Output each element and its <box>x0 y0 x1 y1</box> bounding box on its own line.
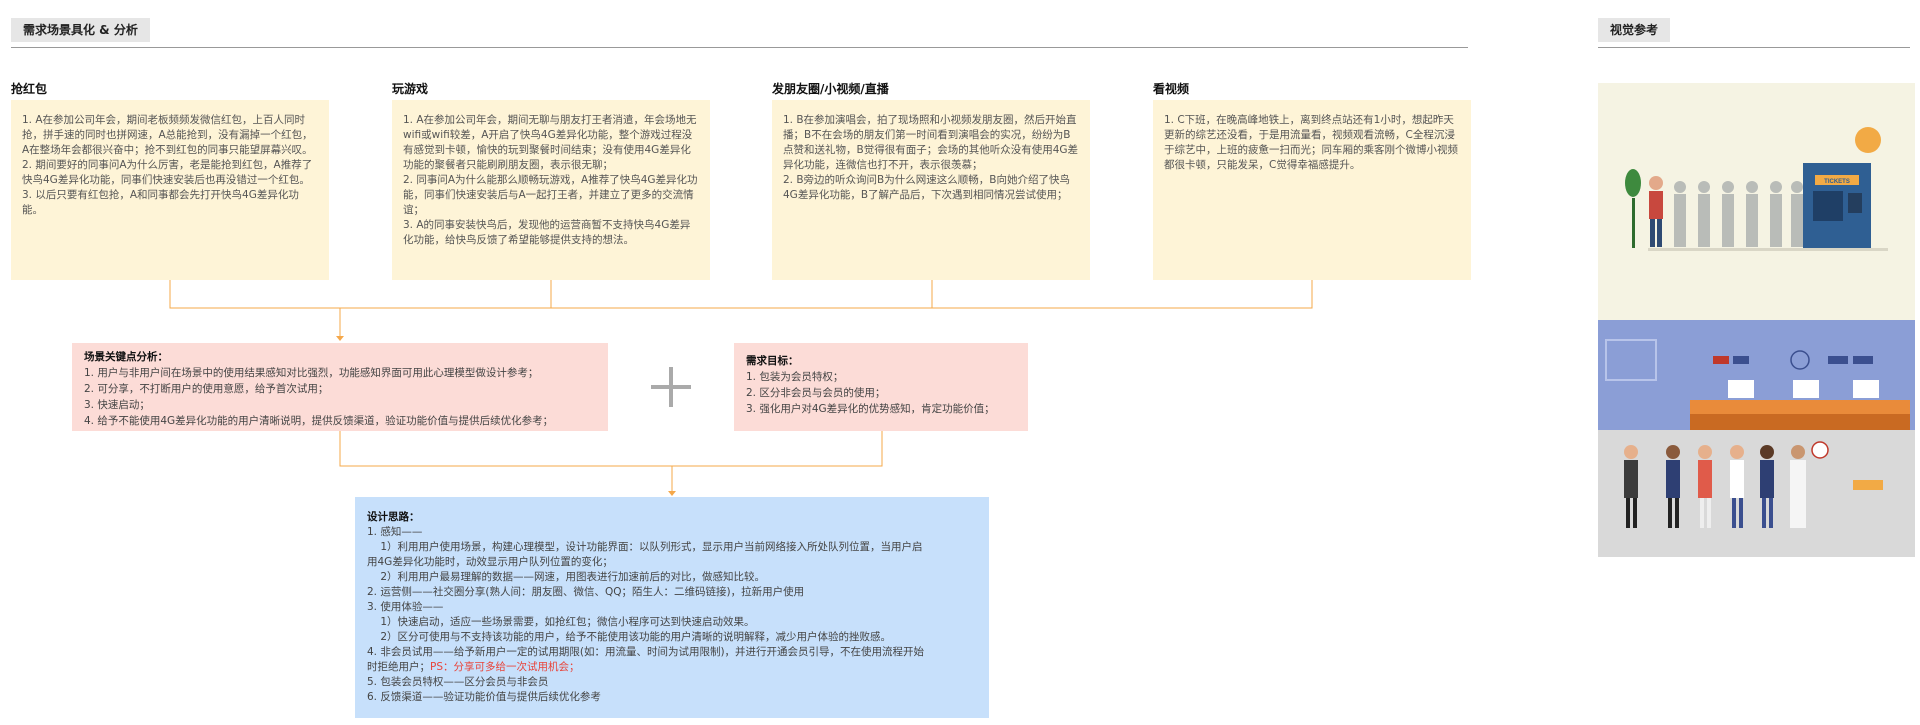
scenario-card-red-packet: 1. A在参加公司年会，期间老板频频发微信红包，上百人同时抢，拼手速的同时也拼网… <box>11 100 329 280</box>
scenario-card-video: 1. C下班，在晚高峰地铁上，离到终点站还有1小时，想起昨天更新的综艺还没看，于… <box>1153 100 1471 280</box>
design-line: 2）利用用户最易理解的数据——网速，用图表进行加速前后的对比，做感知比较。 <box>367 571 766 583</box>
design-line: 用4G差异化功能时，动效显示用户队列位置的变化； <box>367 556 613 568</box>
scenario-card-social: 1. B在参加演唱会，拍了现场照和小视频发朋友圈，然后开始直播；B不在会场的朋友… <box>772 100 1090 280</box>
section-title-reference: 视觉参考 <box>1598 18 1671 42</box>
design-line: 2. 运营侧——社交圈分享(熟人间：朋友圈、微信、QQ；陌生人：二维码链接)，拉… <box>367 586 805 598</box>
design-line-ps: 时拒绝用户；PS：分享可多给一次试用机会； <box>367 660 977 675</box>
ticket-sign: TICKETS <box>1824 179 1850 185</box>
key-point-item: 4. 给予不能使用4G差异化功能的用户清晰说明，提供反馈渠道，验证功能价值与提供… <box>84 415 554 427</box>
key-point-item: 2. 可分享，不打断用户的使用意愿，给予首次试用； <box>84 383 329 395</box>
arrow-head-top <box>336 336 344 341</box>
scenario-title-social: 发朋友圈/小视频/直播 <box>772 82 889 96</box>
counter-illustration <box>1598 320 1915 557</box>
arrow-head-bottom <box>668 491 676 496</box>
design-title: 设计思路： <box>367 511 420 523</box>
scenario-card-gaming: 1. A在参加公司年会，期间无聊与朋友打王者消遣，年会场地无wifi或wifi较… <box>392 100 710 280</box>
design-line-text: 时拒绝用户； <box>367 661 430 673</box>
design-thinking-card: 设计思路： 1. 感知—— 1）利用用户使用场景，构建心理模型，设计功能界面：以… <box>355 497 989 718</box>
goals-card: 需求目标： 1. 包装为会员特权； 2. 区分非会员与会员的使用； 3. 强化用… <box>734 343 1028 431</box>
scenario-title-video: 看视频 <box>1153 82 1190 96</box>
goals-title: 需求目标： <box>746 355 799 367</box>
design-line: 6. 反馈渠道——验证功能价值与提供后续优化参考 <box>367 691 601 703</box>
design-line: 1）利用用户使用场景，构建心理模型，设计功能界面：以队列形式，显示用户当前网络接… <box>367 541 923 553</box>
design-line: 1. 感知—— <box>367 526 423 538</box>
goal-item: 2. 区分非会员与会员的使用； <box>746 387 886 399</box>
key-points-card: 场景关键点分析： 1. 用户与非用户间在场景中的使用结果感知对比强烈，功能感知界… <box>72 343 608 431</box>
reference-image-queue: TICKETS <box>1598 83 1915 320</box>
key-point-item: 3. 快速启动； <box>84 399 150 411</box>
ps-note: PS：分享可多给一次试用机会； <box>430 661 580 673</box>
design-line: 1）快速启动，适应一些场景需要，如抢红包；微信小程序可达到快速启动效果。 <box>367 616 755 628</box>
key-point-item: 1. 用户与非用户间在场景中的使用结果感知对比强烈，功能感知界面可用此心理模型做… <box>84 367 539 379</box>
goal-item: 1. 包装为会员特权； <box>746 371 844 383</box>
design-line: 2）区分可使用与不支持该功能的用户，给予不能使用该功能的用户清晰的说明解释，减少… <box>367 631 892 643</box>
scenario-title-gaming: 玩游戏 <box>392 82 429 96</box>
key-points-title: 场景关键点分析： <box>84 351 168 363</box>
design-line: 4. 非会员试用——给予新用户一定的试用期限(如：用流量、时间为试用限制)，并进… <box>367 646 925 658</box>
design-line: 3. 使用体验—— <box>367 601 444 613</box>
section-title-scenario: 需求场景具化 & 分析 <box>11 18 150 42</box>
scenario-title-red-packet: 抢红包 <box>11 82 48 96</box>
queue-illustration: TICKETS <box>1625 127 1888 251</box>
plus-icon <box>651 367 691 407</box>
goal-item: 3. 强化用户对4G差异化的优势感知，肯定功能价值； <box>746 403 995 415</box>
reference-divider <box>1598 47 1910 48</box>
reference-image-counter <box>1598 320 1915 557</box>
design-line: 5. 包装会员特权——区分会员与非会员 <box>367 676 549 688</box>
section-divider <box>11 47 1468 48</box>
